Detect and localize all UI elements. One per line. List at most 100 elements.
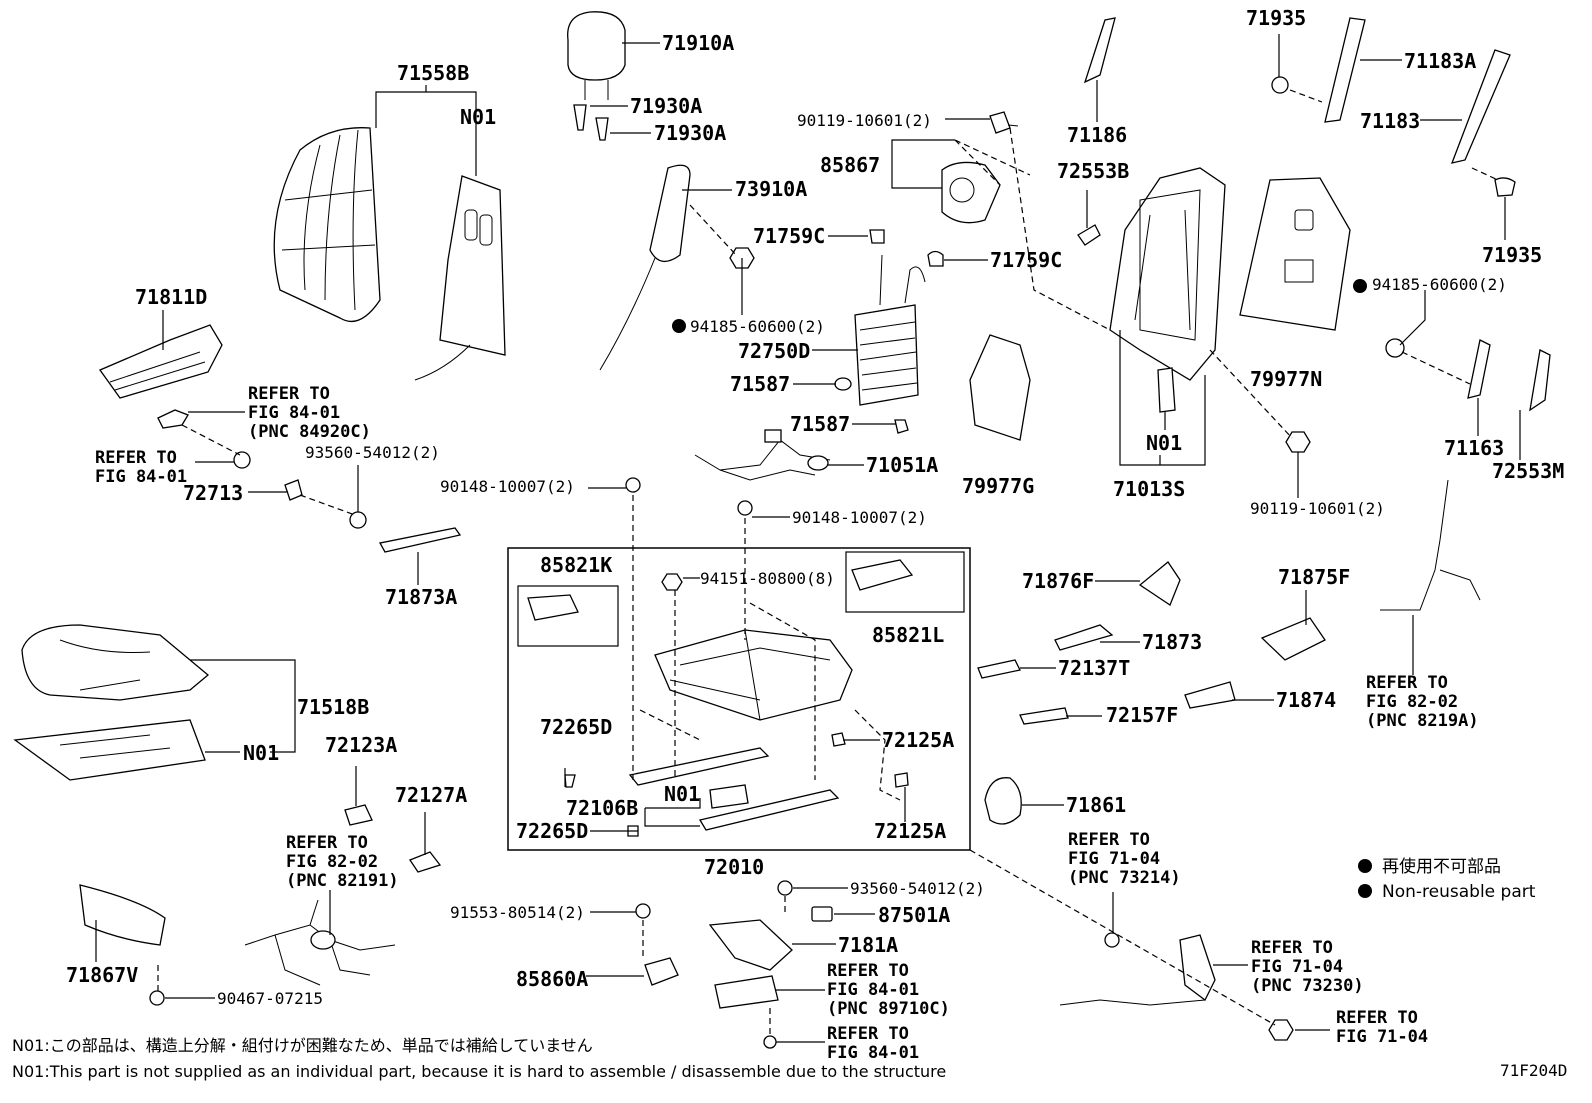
screw-8401-drawing bbox=[233, 451, 251, 469]
label-71811D: 71811D bbox=[135, 285, 207, 309]
grommet-73214-drawing bbox=[1104, 932, 1120, 948]
side-shield-71811d-lines bbox=[109, 351, 206, 391]
cushion-pad-drawing bbox=[13, 719, 206, 781]
seat-frame-drawing bbox=[654, 629, 853, 721]
label-71186: 71186 bbox=[1067, 123, 1127, 147]
motor-85821l-drawing bbox=[851, 559, 914, 591]
label-71518B: 71518B bbox=[297, 695, 369, 719]
ref-73214-l3: (PNC 73214) bbox=[1068, 868, 1181, 888]
label-71935-bottom: 71935 bbox=[1482, 243, 1542, 267]
label-72106B: 72106B bbox=[566, 796, 638, 820]
part-85860a-drawing bbox=[644, 957, 679, 986]
cap-71587-1-drawing bbox=[834, 377, 852, 391]
side-airbag-wire bbox=[599, 257, 656, 371]
label-71558B-N01: N01 bbox=[460, 105, 496, 129]
harness-71051a-plug bbox=[807, 455, 829, 471]
ref-82191-l1: REFER TO bbox=[286, 833, 368, 853]
screw-8401-b-drawing bbox=[763, 1035, 777, 1049]
label-71183A: 71183A bbox=[1404, 49, 1476, 73]
part-71875f-drawing bbox=[1260, 617, 1326, 661]
seat-cushion-drawing bbox=[21, 624, 210, 701]
ref-8401-bottom: REFER TO FIG 84-01 bbox=[827, 1024, 919, 1063]
clip-72265d-1-drawing bbox=[564, 774, 576, 788]
label-71759C-2: 71759C bbox=[990, 248, 1062, 272]
harness-71051a-drawing bbox=[694, 439, 831, 481]
recliner-motor-drawing bbox=[1157, 367, 1176, 413]
label-71013S: 71013S bbox=[1113, 477, 1185, 501]
headrest-guide-1-drawing bbox=[573, 104, 587, 131]
label-90119-top: 90119-10601(2) bbox=[797, 111, 932, 130]
label-72123A: 72123A bbox=[325, 733, 397, 757]
clip-71759c-1-drawing bbox=[869, 229, 885, 244]
label-79977N: 79977N bbox=[1250, 367, 1322, 391]
legend-text-jp: 再使用不可部品 bbox=[1382, 856, 1501, 877]
label-71183: 71183 bbox=[1360, 109, 1420, 133]
ref-73230-l2: FIG 71-04 bbox=[1251, 957, 1343, 977]
label-94185-right: 94185-60600(2) bbox=[1372, 275, 1507, 294]
seatback-pad-hole-2 bbox=[479, 214, 493, 246]
label-72553M: 72553M bbox=[1492, 459, 1564, 483]
label-94185-left: 94185-60600(2) bbox=[690, 317, 825, 336]
ref-8401-screw-l2: FIG 84-01 bbox=[95, 467, 187, 487]
label-71518B-N01: N01 bbox=[243, 741, 279, 765]
label-87501A: 87501A bbox=[878, 903, 950, 927]
pad-79977g-drawing bbox=[969, 334, 1031, 441]
lumbar-support-drawing bbox=[854, 304, 919, 406]
clip-72125a-1-drawing bbox=[831, 732, 846, 747]
seat-frame-inner bbox=[669, 629, 831, 721]
seatback-pad-drawing bbox=[439, 175, 506, 356]
bracket-72553b-drawing bbox=[1077, 224, 1101, 246]
board-79977n-hole-2 bbox=[1284, 259, 1314, 283]
cap-71587-2-drawing bbox=[894, 419, 909, 434]
non-reusable-dot-94185-right bbox=[1353, 279, 1367, 293]
ref-8401-bottom-l2: FIG 84-01 bbox=[827, 1043, 919, 1063]
cover-71867v-drawing bbox=[79, 884, 166, 946]
label-7181A: 7181A bbox=[838, 933, 898, 957]
grommet-71935-top-drawing bbox=[1271, 76, 1289, 94]
seat-rail-1-drawing bbox=[628, 747, 770, 786]
figure-code: 71F204D bbox=[1500, 1061, 1567, 1080]
part-labels: 71558B N01 71910A 71930A 71930A 73910A 9… bbox=[66, 6, 1564, 1008]
non-reusable-markers bbox=[672, 279, 1367, 333]
switch-part-drawing bbox=[157, 409, 189, 429]
leader-lines bbox=[95, 34, 1521, 1043]
label-72553B: 72553B bbox=[1057, 159, 1129, 183]
seat-rail-2-drawing bbox=[698, 789, 840, 831]
ref-73230: REFER TO FIG 71-04 (PNC 73230) bbox=[1251, 938, 1364, 996]
part-71873-drawing bbox=[1054, 624, 1114, 651]
non-reusable-dot-94185-left bbox=[672, 319, 686, 333]
part-72137t-drawing bbox=[977, 659, 1021, 679]
seatback-pad-wire bbox=[414, 344, 471, 381]
clip-71759c-2-drawing bbox=[927, 250, 944, 267]
bolt-93560-right-drawing bbox=[777, 880, 793, 896]
label-71930A-1: 71930A bbox=[630, 94, 702, 118]
label-72125A-1: 72125A bbox=[882, 728, 954, 752]
bolt-90119-top-drawing bbox=[989, 111, 1011, 134]
label-72010: 72010 bbox=[704, 855, 764, 879]
label-71875F: 71875F bbox=[1278, 565, 1350, 589]
label-71874: 71874 bbox=[1276, 688, 1336, 712]
label-90148-right: 90148-10007(2) bbox=[792, 508, 927, 527]
ref-7104-nut: REFER TO FIG 71-04 bbox=[1336, 1008, 1428, 1047]
part-87501a-drawing bbox=[811, 906, 833, 922]
seatback-cover-lines bbox=[281, 129, 376, 311]
ref-84920c: REFER TO FIG 84-01 (PNC 84920C) bbox=[248, 384, 371, 442]
trim-71183a-drawing bbox=[1324, 17, 1366, 123]
label-93560-right: 93560-54012(2) bbox=[850, 879, 985, 898]
ref-89710c: REFER TO FIG 84-01 (PNC 89710C) bbox=[827, 961, 950, 1019]
label-71587-1: 71587 bbox=[730, 372, 790, 396]
part-72157f-drawing bbox=[1019, 707, 1069, 725]
label-71910A: 71910A bbox=[662, 31, 734, 55]
note-n01-en: N01:This part is not supplied as an indi… bbox=[12, 1062, 946, 1081]
lumbar-support-lines bbox=[859, 254, 926, 391]
label-71587-2: 71587 bbox=[790, 412, 850, 436]
legend-dot-jp bbox=[1358, 859, 1372, 873]
board-79977n-hole-1 bbox=[1294, 209, 1314, 231]
buckle-73230-wire bbox=[1059, 999, 1206, 1006]
clip-72125a-2-drawing bbox=[894, 772, 909, 788]
label-71759C-1: 71759C bbox=[753, 224, 825, 248]
module-85867-drawing bbox=[941, 161, 1001, 224]
seatback-frame-drawing bbox=[1109, 167, 1226, 381]
seat-adjuster-box bbox=[507, 547, 971, 851]
